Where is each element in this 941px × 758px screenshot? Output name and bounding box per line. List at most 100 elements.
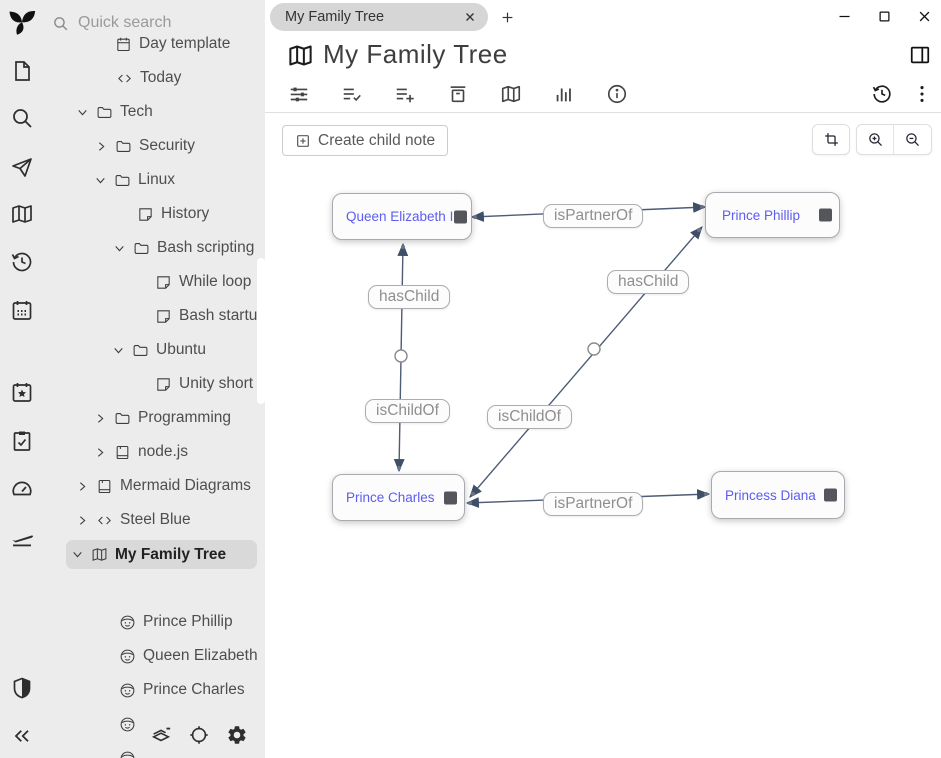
settings-gear-icon[interactable] bbox=[226, 724, 248, 746]
tree-item-while-loop[interactable]: While loop bbox=[45, 265, 265, 299]
node-drag-handle[interactable] bbox=[444, 491, 457, 504]
node-drag-handle[interactable] bbox=[824, 488, 837, 502]
basic-properties-icon[interactable] bbox=[288, 83, 310, 105]
layers-icon[interactable] bbox=[150, 724, 172, 746]
owned-attributes-icon[interactable] bbox=[341, 83, 363, 105]
note-info-icon[interactable] bbox=[606, 83, 628, 105]
tree-item-prince-phillip[interactable]: Prince Phillip bbox=[45, 605, 265, 639]
relation-map-toolbar: Create child note bbox=[265, 113, 941, 160]
tree-item-tech[interactable]: Tech bbox=[45, 95, 265, 129]
chevron-down-icon[interactable] bbox=[76, 106, 89, 119]
tree-item-linux[interactable]: Linux bbox=[45, 163, 265, 197]
tree-item-prince-charles[interactable]: Prince Charles bbox=[45, 673, 265, 707]
map-node-prince-phillip[interactable]: Prince Phillip bbox=[705, 192, 840, 238]
tree-item-security[interactable]: Security bbox=[45, 129, 265, 163]
tree-item-bash-scripting[interactable]: Bash scripting bbox=[45, 231, 265, 265]
tree-item-unity-shortcuts[interactable]: Unity short bbox=[45, 367, 265, 401]
tree-item-day-template[interactable]: Day template bbox=[45, 27, 265, 61]
chevron-right-icon[interactable] bbox=[76, 480, 89, 493]
inherited-attributes-icon[interactable] bbox=[394, 83, 416, 105]
note-map-icon[interactable] bbox=[10, 202, 34, 226]
chevron-right-icon[interactable] bbox=[94, 446, 107, 459]
new-note-icon[interactable] bbox=[10, 59, 34, 83]
tree-scrollbar-thumb[interactable] bbox=[257, 258, 265, 404]
tree-item-ubuntu[interactable]: Ubuntu bbox=[45, 333, 265, 367]
travel-plan-icon[interactable] bbox=[10, 525, 34, 549]
metrics-icon[interactable] bbox=[10, 477, 34, 501]
window-close-button[interactable] bbox=[917, 9, 932, 24]
jump-to-note-icon[interactable] bbox=[10, 155, 34, 179]
window-minimize-button[interactable] bbox=[837, 9, 852, 24]
note-paths-icon[interactable] bbox=[447, 83, 469, 105]
chevron-right-icon[interactable] bbox=[94, 412, 107, 425]
book-icon bbox=[98, 479, 111, 493]
collapse-panel-icon[interactable] bbox=[13, 727, 31, 745]
map-node-princess-diana[interactable]: Princess Diana bbox=[711, 471, 845, 519]
calendar-icon[interactable] bbox=[10, 298, 34, 322]
map-icon bbox=[289, 45, 312, 66]
chevron-down-icon[interactable] bbox=[113, 242, 126, 255]
tab-my-family-tree[interactable]: My Family Tree bbox=[270, 3, 488, 31]
note-icon bbox=[157, 377, 170, 391]
tree-item-label: Programming bbox=[138, 409, 232, 426]
tree-item-label: Tech bbox=[120, 103, 153, 120]
bookmarks-icon[interactable] bbox=[10, 380, 34, 404]
edge-midpoint-dot[interactable] bbox=[587, 342, 601, 356]
tree-item-programming[interactable]: Programming bbox=[45, 401, 265, 435]
chevron-right-icon[interactable] bbox=[95, 140, 108, 153]
tab-label: My Family Tree bbox=[285, 9, 385, 25]
map-node-prince-charles[interactable]: Prince Charles bbox=[332, 474, 465, 521]
new-tab-button[interactable] bbox=[495, 5, 519, 29]
window-maximize-button[interactable] bbox=[877, 9, 892, 24]
chevron-down-icon[interactable] bbox=[112, 344, 125, 357]
tree-item-nodejs[interactable]: node.js bbox=[45, 435, 265, 469]
note-map-icon[interactable] bbox=[500, 83, 522, 105]
trilium-logo-icon bbox=[6, 6, 38, 36]
zoom-in-button[interactable] bbox=[857, 125, 894, 154]
search-icon[interactable] bbox=[10, 106, 34, 130]
task-list-icon[interactable] bbox=[10, 429, 34, 453]
node-drag-handle[interactable] bbox=[454, 210, 467, 223]
edge-label-ispartnerof: isPartnerOf bbox=[543, 204, 644, 228]
tab-close-icon[interactable] bbox=[464, 11, 476, 23]
tree-item-mermaid-diagrams[interactable]: Mermaid Diagrams bbox=[45, 469, 265, 503]
chevron-down-icon[interactable] bbox=[94, 174, 107, 187]
code-icon bbox=[118, 74, 131, 82]
map-node-queen-elizabeth[interactable]: Queen Elizabeth II bbox=[332, 193, 472, 240]
chevron-right-icon[interactable] bbox=[76, 514, 89, 527]
tree-item-label: Bash scripting bbox=[157, 239, 255, 256]
tree-item-label: Prince Phillip bbox=[143, 613, 233, 630]
recent-changes-icon[interactable] bbox=[10, 250, 34, 274]
tree-item-today[interactable]: Today bbox=[45, 61, 265, 95]
quick-search[interactable] bbox=[45, 8, 255, 38]
locate-icon[interactable] bbox=[188, 724, 210, 746]
more-menu-icon[interactable] bbox=[911, 83, 933, 105]
code-icon bbox=[98, 516, 111, 524]
zoom-out-button[interactable] bbox=[894, 125, 931, 154]
create-child-note-button[interactable]: Create child note bbox=[282, 125, 449, 156]
edge-midpoint-dot[interactable] bbox=[394, 349, 408, 363]
split-panel-icon[interactable] bbox=[909, 44, 931, 66]
relation-map-canvas[interactable]: Queen Elizabeth II Prince Phillip Prince… bbox=[265, 160, 941, 758]
similar-notes-icon[interactable] bbox=[553, 83, 575, 105]
tree-item-history[interactable]: History bbox=[45, 197, 265, 231]
tree-item-steel-blue[interactable]: Steel Blue bbox=[45, 503, 265, 537]
protected-session-icon[interactable] bbox=[10, 676, 34, 700]
note-title-input[interactable] bbox=[323, 39, 743, 70]
tree-item-label: Linux bbox=[138, 171, 176, 188]
tab-bar: My Family Tree bbox=[265, 0, 941, 33]
reset-pan-zoom-button[interactable] bbox=[812, 124, 850, 155]
tree-item-queen-elizabeth[interactable]: Queen Elizabeth bbox=[45, 639, 265, 673]
chevron-down-icon[interactable] bbox=[71, 548, 84, 561]
folder-icon bbox=[116, 140, 131, 152]
plus-icon bbox=[502, 12, 512, 22]
node-drag-handle[interactable] bbox=[819, 208, 832, 222]
edge-label-ischildof: isChildOf bbox=[487, 405, 572, 429]
tree-item-label: Unity short bbox=[179, 375, 254, 392]
tree-bottom-buttons bbox=[140, 712, 265, 758]
tree-item-bash-startup[interactable]: Bash startu bbox=[45, 299, 265, 333]
tree-item-label: My Family Tree bbox=[115, 545, 227, 563]
tree-item-my-family-tree[interactable]: My Family Tree bbox=[66, 540, 257, 569]
quick-search-input[interactable] bbox=[78, 14, 238, 32]
revisions-icon[interactable] bbox=[871, 83, 893, 105]
